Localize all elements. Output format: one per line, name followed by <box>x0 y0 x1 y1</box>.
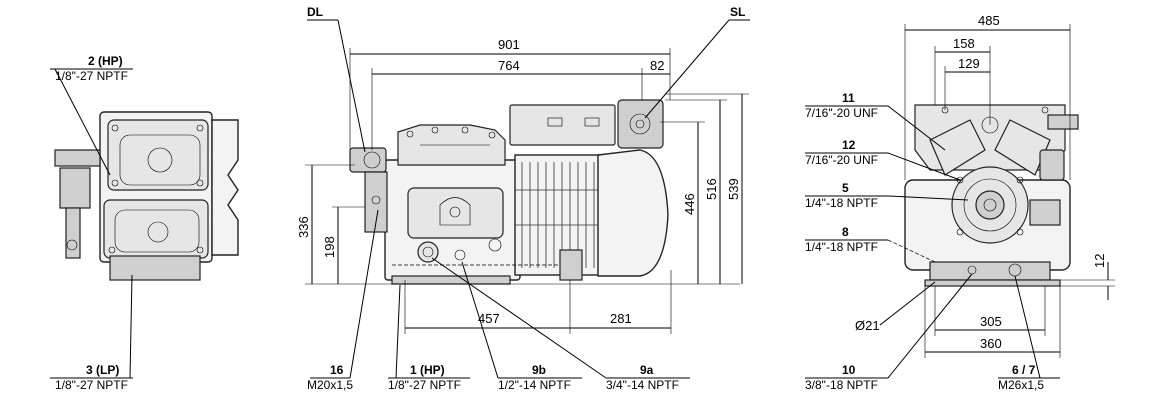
dim-305: 305 <box>980 314 1002 329</box>
left-side-view <box>50 68 239 379</box>
callout-11-spec: 7/16"-20 UNF <box>805 106 878 120</box>
dim-516: 516 <box>704 178 719 200</box>
end-view <box>904 104 1079 287</box>
dim-198: 198 <box>322 236 337 258</box>
callout-1-hp-spec: 1/8"-27 NPTF <box>388 378 461 392</box>
dim-485: 485 <box>978 13 1000 28</box>
dim-360: 360 <box>980 336 1002 351</box>
callout-3-lp-spec: 1/8"-27 NPTF <box>55 378 128 392</box>
dim-446: 446 <box>682 193 697 215</box>
callout-9b-spec: 1/2"-14 NPTF <box>498 378 571 392</box>
callout-dl-label: DL <box>307 5 323 19</box>
dim-82: 82 <box>650 58 664 73</box>
callout-8-number: 8 <box>842 225 849 239</box>
callout-5-spec: 1/4"-18 NPTF <box>805 196 878 210</box>
dim-539: 539 <box>726 178 741 200</box>
dim-901: 901 <box>498 37 520 52</box>
callout-16-number: 16 <box>330 363 344 377</box>
callout-9b-number: 9b <box>532 363 546 377</box>
dim-129: 129 <box>958 56 980 71</box>
dim-diameter-21: Ø21 <box>855 318 880 333</box>
front-view-dimension-lines <box>305 19 750 379</box>
callout-10-number: 10 <box>842 363 856 377</box>
callout-2-hp-spec: 1/8"-27 NPTF <box>55 69 128 83</box>
callout-16-spec: M20x1,5 <box>307 378 353 392</box>
dim-457: 457 <box>478 311 500 326</box>
callout-sl-label: SL <box>730 5 745 19</box>
dim-336: 336 <box>296 216 311 238</box>
callout-9a-number: 9a <box>640 363 654 377</box>
callout-6-7-number: 6 / 7 <box>1012 363 1036 377</box>
callout-10-spec: 3/8"-18 NPTF <box>805 378 878 392</box>
callout-12-number: 12 <box>842 138 856 152</box>
callout-12-spec: 7/16"-20 UNF <box>805 153 878 167</box>
callout-11-number: 11 <box>842 91 855 105</box>
end-view-dimension-lines <box>805 24 1115 379</box>
callout-8-spec: 1/4"-18 NPTF <box>805 240 878 254</box>
callout-5-number: 5 <box>842 181 849 195</box>
callout-3-lp-number: 3 (LP) <box>86 363 119 377</box>
dim-12: 12 <box>1092 254 1107 268</box>
callout-2-hp-number: 2 (HP) <box>88 54 123 68</box>
dim-281: 281 <box>610 311 632 326</box>
callout-9a-spec: 3/4"-14 NPTF <box>606 378 679 392</box>
dim-158: 158 <box>953 36 975 51</box>
front-view <box>349 99 669 285</box>
dim-764: 764 <box>498 58 520 73</box>
callout-6-7-spec: M26x1,5 <box>998 378 1044 392</box>
callout-1-hp-number: 1 (HP) <box>410 363 445 377</box>
